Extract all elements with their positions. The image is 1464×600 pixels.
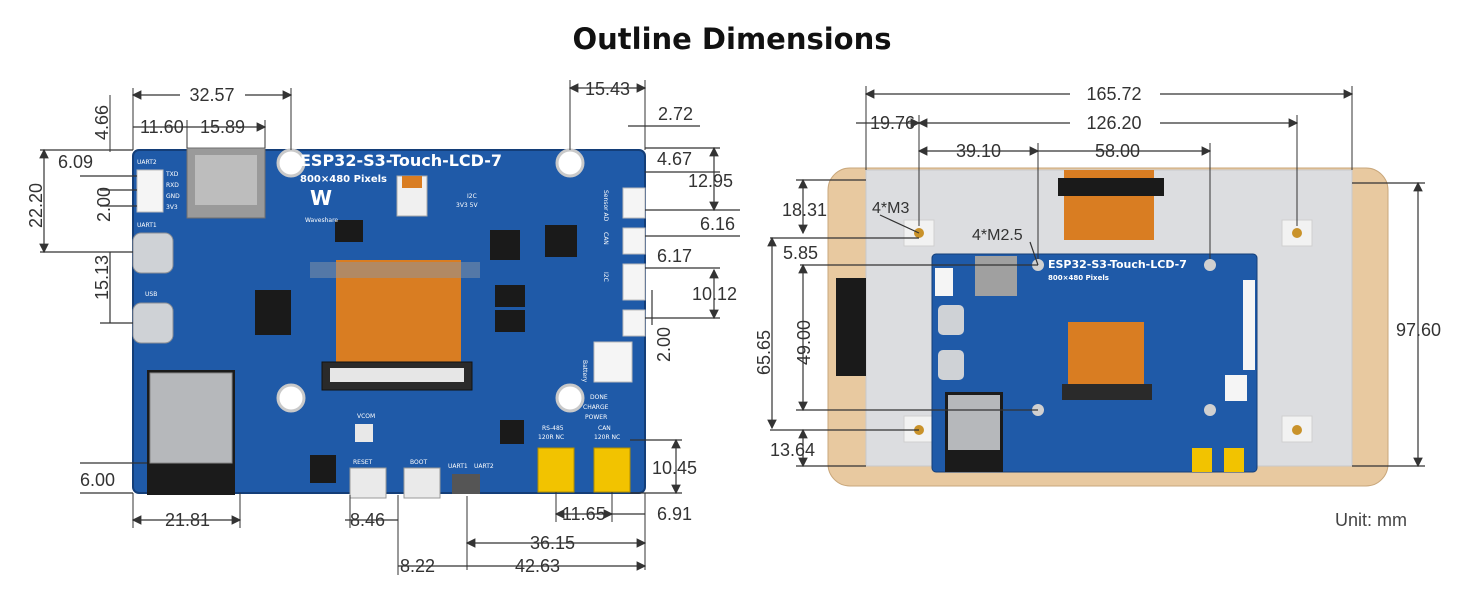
uart-switch (452, 474, 480, 494)
brand-label: Waveshare (305, 217, 338, 224)
silk-term1: 120R NC (538, 434, 564, 441)
dim-10-12: 10.12 (692, 284, 737, 304)
mount-hole (555, 383, 585, 413)
silk-power: POWER (585, 414, 607, 421)
m3-hole-label: 4*M3 (872, 200, 909, 217)
mount-hole (555, 148, 585, 178)
dim-165-72: 165.72 (1086, 84, 1141, 104)
dim-22-20: 22.20 (26, 183, 46, 228)
silk-vcom: VCOM (357, 413, 375, 420)
silk-gnd: GND (166, 193, 180, 200)
dim-2-72: 2.72 (658, 104, 693, 124)
dim-8-46: 8.46 (350, 510, 385, 530)
dim-39-10: 39.10 (956, 141, 1001, 161)
dim-12-95: 12.95 (688, 171, 733, 191)
dim-15-13: 15.13 (92, 255, 112, 300)
left-dimensions: 32.57 15.43 4.66 11.60 15.89 2.72 4.67 1… (26, 79, 740, 576)
battery-connector (593, 341, 633, 383)
dim-2-00-left: 2.00 (94, 187, 114, 222)
waveshare-logo-icon: W (310, 186, 332, 210)
silk-txd: TXD (165, 171, 179, 178)
dim-8-22: 8.22 (400, 556, 435, 576)
usb-c (132, 302, 174, 344)
silk-boot: BOOT (410, 459, 427, 466)
dim-2-00-right: 2.00 (654, 327, 674, 362)
dim-6-00: 6.00 (80, 470, 115, 490)
mount-hole (276, 383, 306, 413)
silk-sensor-ad: Sensor AD (602, 190, 609, 222)
dim-97-60: 97.60 (1396, 320, 1441, 340)
silk-reset: RESET (353, 459, 373, 466)
dim-6-16: 6.16 (700, 214, 735, 234)
silk-i2c: I2C (467, 193, 477, 200)
can-connector (622, 227, 646, 255)
rs485-terminal-switch (537, 447, 575, 493)
silk-uart1-sw: UART1 (448, 463, 468, 470)
dim-11-65: 11.65 (562, 504, 606, 524)
dim-4-67: 4.67 (657, 149, 692, 169)
dim-4-66: 4.66 (92, 105, 112, 140)
can-terminal-switch (593, 447, 631, 493)
silk-uart2-sw: UART2 (474, 463, 494, 470)
dim-11-60: 11.60 (140, 117, 184, 137)
dim-6-09: 6.09 (58, 152, 93, 172)
right-board: ESP32-S3-Touch-LCD-7 800×480 Pixels (827, 167, 1389, 487)
page-title: Outline Dimensions (572, 22, 892, 56)
dim-65-65: 65.65 (754, 330, 774, 375)
right-board-name: ESP32-S3-Touch-LCD-7 (1048, 258, 1187, 271)
left-board: ESP32-S3-Touch-LCD-7 800×480 Pixels W Wa… (132, 147, 646, 499)
i2c-connector (622, 263, 646, 301)
silk-rs485: RS-485 (542, 425, 564, 432)
dim-58-00: 58.00 (1095, 141, 1140, 161)
reset-button (349, 467, 387, 499)
side-connector (836, 278, 866, 376)
rs485-connector (622, 309, 646, 337)
silk-charge: CHARGE (583, 404, 609, 411)
silk-uart2: UART2 (137, 159, 157, 166)
dim-49-00: 49.00 (794, 320, 814, 365)
silk-battery: Battery (581, 360, 588, 383)
uart2-connector (136, 169, 164, 213)
right-dimensions: 165.72 19.76 126.20 39.10 58.00 18.31 4*… (754, 84, 1441, 468)
dim-6-91: 6.91 (657, 504, 692, 524)
silk-done: DONE (590, 394, 608, 401)
m3-standoff (1292, 228, 1302, 238)
fpc-cable (336, 260, 461, 370)
silk-uart1: UART1 (137, 222, 157, 229)
dim-15-43: 15.43 (585, 79, 630, 99)
right-board-resolution: 800×480 Pixels (1048, 274, 1109, 282)
silk-term2: 120R NC (594, 434, 620, 441)
silk-can: CAN (602, 232, 609, 245)
silk-rxd: RXD (166, 182, 179, 189)
silk-i2c-side: I2C (602, 272, 609, 282)
silk-usb: USB (145, 291, 157, 298)
dim-10-45: 10.45 (652, 458, 697, 478)
dim-5-85: 5.85 (783, 243, 818, 263)
unit-label: Unit: mm (1335, 510, 1407, 530)
dim-126-20: 126.20 (1086, 113, 1141, 133)
dim-36-15: 36.15 (530, 533, 575, 553)
sensor-ad-connector (622, 187, 646, 219)
dim-13-64: 13.64 (770, 440, 815, 460)
silk-can-term: CAN (598, 425, 611, 432)
m3-standoff (1292, 425, 1302, 435)
dim-15-89: 15.89 (200, 117, 245, 137)
board-resolution: 800×480 Pixels (300, 174, 387, 185)
m25-hole-label: 4*M2.5 (972, 227, 1023, 244)
dim-32-57: 32.57 (189, 85, 234, 105)
dim-21-81: 21.81 (165, 510, 210, 530)
dim-42-63: 42.63 (515, 556, 560, 576)
dim-6-17: 6.17 (657, 246, 692, 266)
silk-3v3: 3V3 (166, 204, 178, 211)
board-name: ESP32-S3-Touch-LCD-7 (300, 151, 502, 170)
silk-i2c-volt: 3V3 5V (456, 202, 478, 209)
boot-button (403, 467, 441, 499)
dim-19-76: 19.76 (870, 113, 915, 133)
uart1-usb-c (132, 232, 174, 274)
dim-18-31: 18.31 (782, 200, 827, 220)
